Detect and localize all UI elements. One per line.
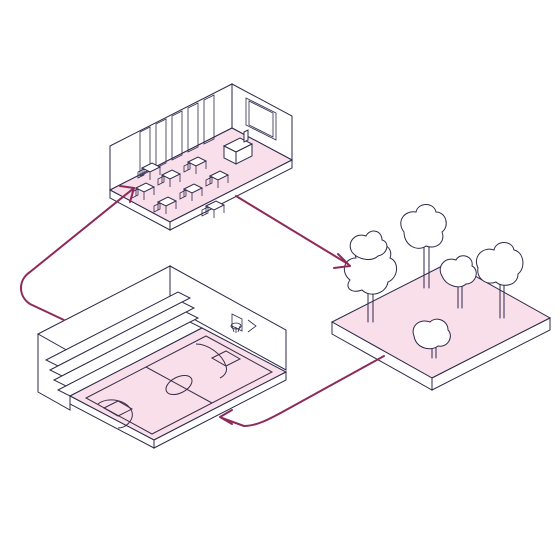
hall-floor-edge-right: [153, 371, 287, 449]
park-node: [330, 204, 552, 391]
classroom-floor-edge-right: [169, 159, 293, 231]
hall-right-wall: [169, 265, 287, 371]
basketball-court-icon: [84, 335, 274, 435]
bleachers-icon: [44, 291, 204, 397]
teacher-desk-icon: [222, 129, 254, 165]
student-desks-icon: [131, 156, 230, 218]
whiteboard-icon: [245, 97, 277, 141]
arrow-icon: [333, 253, 351, 269]
sports-hall-node: [37, 265, 288, 449]
classroom-node: [108, 83, 294, 231]
flow-arrow-classroom-to-park: [235, 195, 351, 269]
park-ground-edge-right: [431, 317, 551, 391]
park-trees-icon: [343, 204, 524, 359]
flow-arrow-sports-hall-to-classroom: [20, 185, 135, 321]
window-icon: [139, 94, 215, 177]
arrow-icon: [219, 409, 233, 425]
basketball-hoop-icon: [230, 313, 257, 333]
arrow-icon: [119, 185, 135, 203]
flow-arrow-park-to-sports-hall: [219, 355, 385, 427]
